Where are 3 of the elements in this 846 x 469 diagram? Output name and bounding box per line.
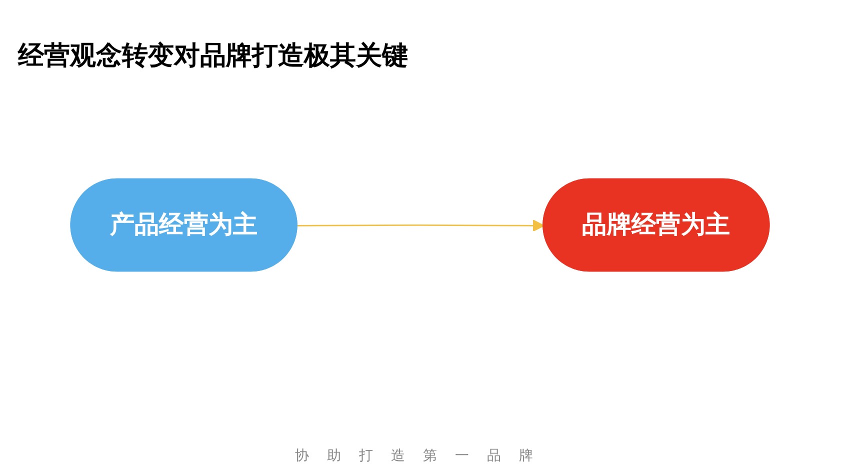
caption: 协助打造第一品牌 — [294, 447, 552, 465]
title: 经营观念转变对品牌打造极其关键 — [18, 40, 408, 73]
arrow — [297, 220, 545, 232]
